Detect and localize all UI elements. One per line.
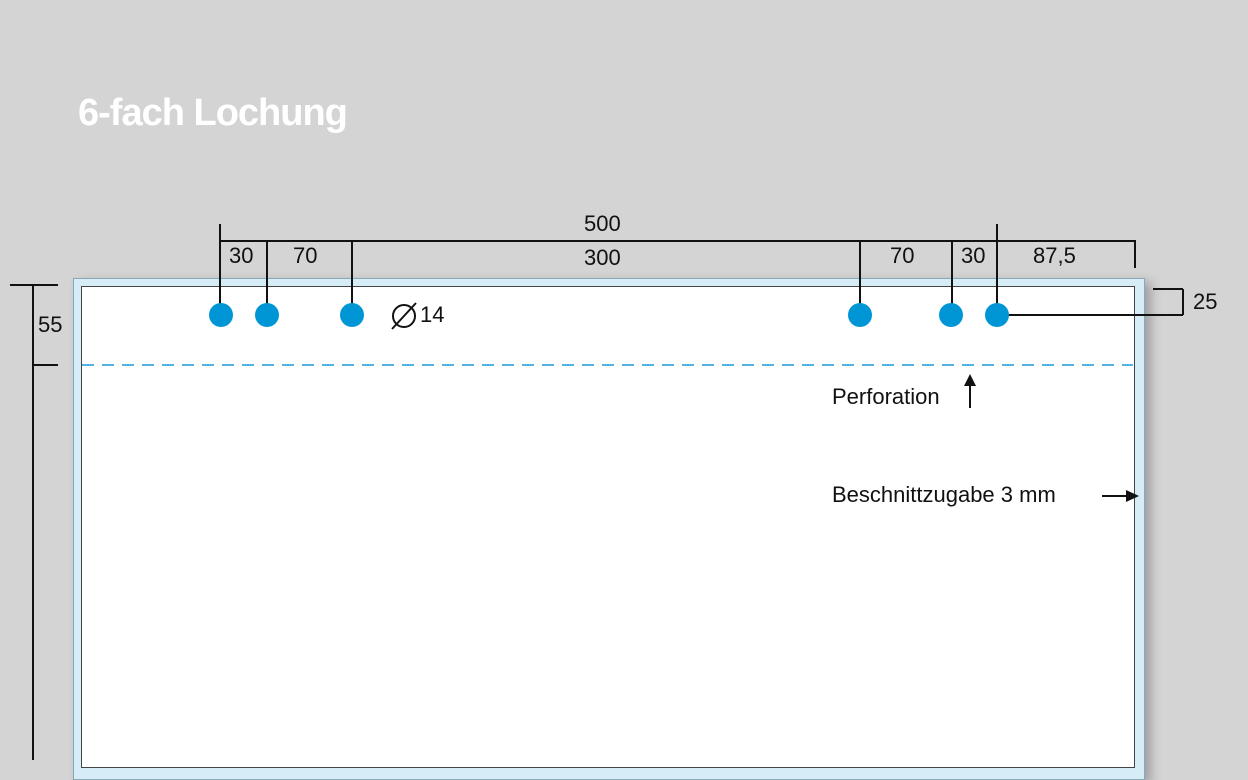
- dim-left-inner: 70: [293, 243, 318, 268]
- punch-hole: [848, 303, 872, 327]
- hole-diameter-label: 14: [420, 302, 445, 327]
- diameter-symbol-icon: [391, 302, 417, 330]
- punch-hole: [340, 303, 364, 327]
- dim-right-inner: 70: [890, 243, 915, 268]
- punch-hole: [209, 303, 233, 327]
- dim-center-span: 300: [584, 245, 621, 270]
- dim-left-outer: 30: [229, 243, 254, 268]
- dim-perforation-depth: 55: [38, 312, 63, 337]
- punch-hole: [939, 303, 963, 327]
- arrow-up-icon: [964, 374, 976, 386]
- dimension-drawing: [10, 224, 1184, 760]
- punch-hole: [255, 303, 279, 327]
- bleed-label: Beschnittzugabe 3 mm: [832, 482, 1056, 507]
- punch-hole: [985, 303, 1009, 327]
- dim-right-margin: 87,5: [1033, 243, 1076, 268]
- page-title: 6-fach Lochung: [78, 92, 348, 134]
- perforation-label: Perforation: [832, 384, 940, 409]
- dim-right-outer: 30: [961, 243, 986, 268]
- arrow-right-icon: [1126, 490, 1139, 502]
- diameter-symbol-icon: [392, 304, 416, 328]
- dim-total-width: 500: [584, 211, 621, 236]
- dim-top-offset: 25: [1193, 289, 1218, 314]
